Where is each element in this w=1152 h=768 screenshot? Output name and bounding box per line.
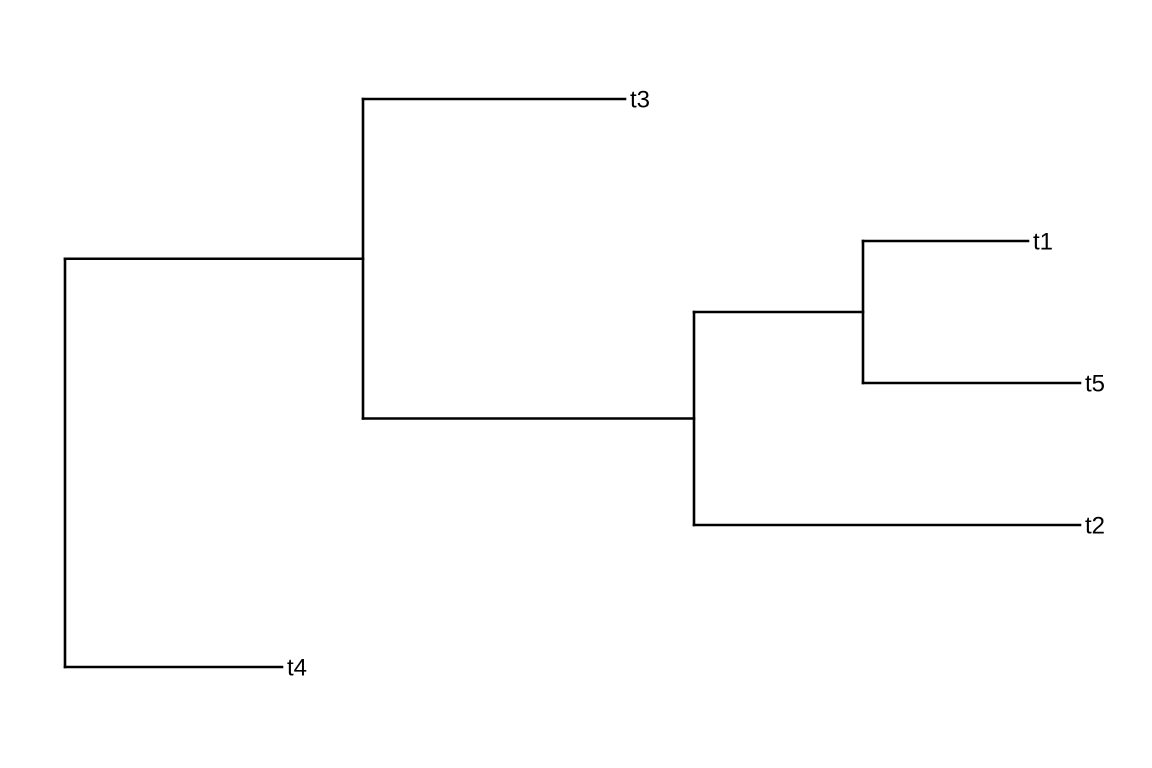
tip-label-t1: t1 (1033, 229, 1053, 256)
tip-labels: t3 t1 t5 t2 t4 (287, 87, 1105, 682)
tip-label-t3: t3 (630, 87, 650, 114)
tree-edges (63, 97, 1082, 669)
tip-label-t4: t4 (287, 655, 307, 682)
tip-label-t5: t5 (1085, 371, 1105, 398)
tip-label-t2: t2 (1085, 513, 1105, 540)
